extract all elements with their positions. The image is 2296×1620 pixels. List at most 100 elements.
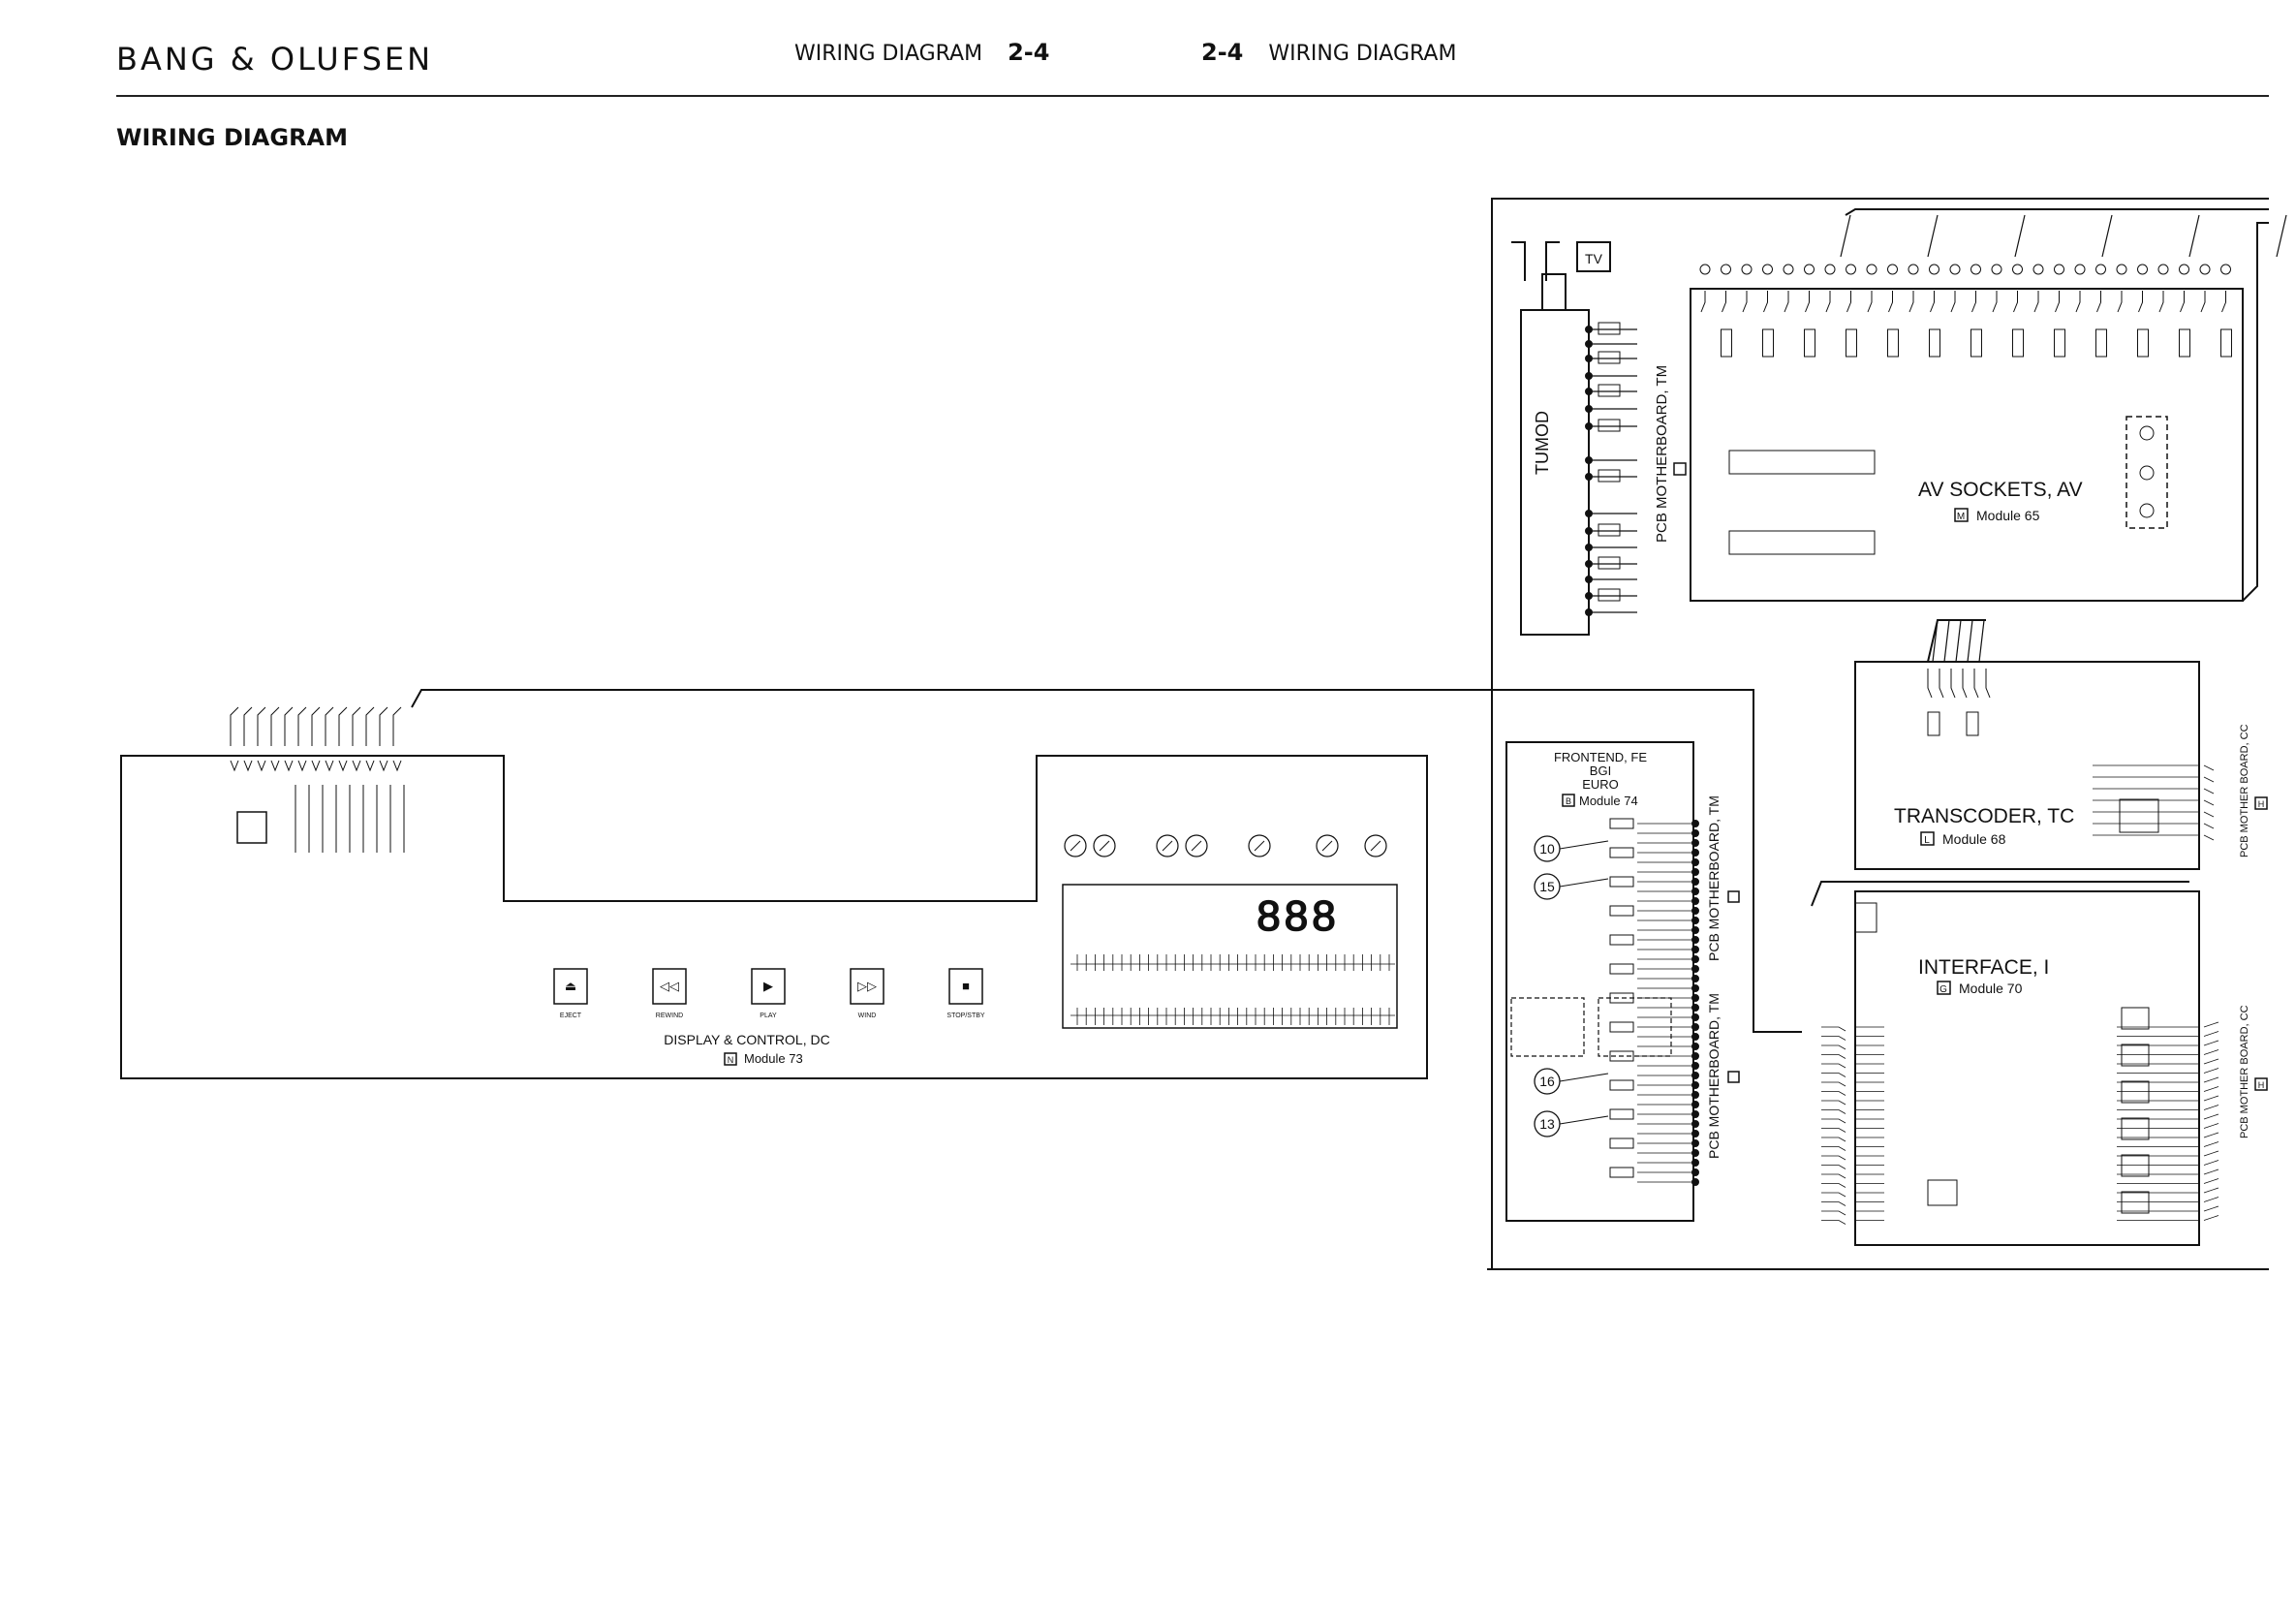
av-tc-wire xyxy=(1943,619,1950,663)
av-socket-contact xyxy=(1949,264,1961,275)
control-button xyxy=(652,968,687,1005)
interface-label: INTERFACE, I xyxy=(1918,956,2049,979)
display-leds xyxy=(1064,834,1387,857)
transcoder-block: TRANSCODER, TC L Module 68 PCB MOTHER BO… xyxy=(1854,619,2268,870)
av-pin xyxy=(1908,291,1914,313)
av-pin xyxy=(2221,291,2226,313)
av-component xyxy=(2012,328,2024,358)
frontend-part xyxy=(1609,1137,1634,1149)
frontend-part xyxy=(1609,876,1634,888)
display-connector-pin xyxy=(379,760,388,772)
frontend-pin-dot xyxy=(1691,1004,1699,1012)
display-control-block: 888 ⏏EJECT◁◁REWIND▶PLAY▷▷WIND■STOP/STBY … xyxy=(120,755,1428,1079)
tumod-pin-dot xyxy=(1585,405,1593,413)
if-right-pin xyxy=(2203,1086,2219,1092)
av-pin xyxy=(1700,291,1706,313)
frontend-pin-dot xyxy=(1691,926,1699,934)
av-wire xyxy=(1840,214,1851,258)
frontend-pin-dot xyxy=(1691,878,1699,886)
av-socket-contact xyxy=(1887,264,1898,275)
led-icon-arrow xyxy=(1321,840,1333,852)
if-left-pin xyxy=(1821,1081,1846,1087)
av-socket-contact xyxy=(1908,264,1919,275)
frontend-pin-dot xyxy=(1691,975,1699,982)
frontend-part xyxy=(1609,1167,1634,1178)
interface-letter: G xyxy=(1939,984,1947,995)
tumod-block: TV TUMOD PCB MOTHERBOARD, TM xyxy=(1511,241,1687,636)
av-socket-contact xyxy=(2116,264,2127,275)
if-right-pin xyxy=(2203,1197,2219,1202)
tumod-pin-part xyxy=(1598,322,1621,335)
frontend-pin-dot xyxy=(1691,1159,1699,1167)
tumod-pin-dot xyxy=(1585,340,1593,348)
if-left-pin xyxy=(1821,1173,1846,1179)
if-left-pin xyxy=(1821,1210,1846,1216)
header-rule xyxy=(116,95,2269,97)
frontend-pin-dot xyxy=(1691,888,1699,895)
display-connector-wire xyxy=(243,706,253,746)
if-left-pin xyxy=(1821,1220,1846,1225)
frontend-part xyxy=(1609,1021,1634,1033)
tc-pin xyxy=(1973,669,1979,699)
av-socket-contact xyxy=(2137,264,2148,275)
display-connector-pins xyxy=(230,706,402,772)
frontend-pin-dot xyxy=(1691,946,1699,953)
av-component xyxy=(1762,328,1774,358)
transcoder-letter: L xyxy=(1924,835,1930,846)
frontend-pin-dot xyxy=(1691,994,1699,1002)
frontend-pin-dot xyxy=(1691,1139,1699,1147)
pcb-motherboard-tm-label: PCB MOTHERBOARD, TM xyxy=(1654,365,1670,543)
av-tc-wire xyxy=(1978,619,1985,663)
if-right-pin xyxy=(2203,1105,2219,1110)
tumod-pin-part xyxy=(1598,351,1621,364)
tc-right-pin xyxy=(2203,811,2215,818)
if-right-pin xyxy=(2203,1178,2219,1184)
frontend-part xyxy=(1609,847,1634,858)
av-tc-wire xyxy=(1967,619,1973,663)
if-right-pin xyxy=(2203,1031,2219,1037)
av-component xyxy=(1846,328,1857,358)
av-socket-contact xyxy=(1762,264,1773,275)
frontend-pin-dot xyxy=(1691,1072,1699,1079)
frontend-pin-dot xyxy=(1691,1110,1699,1118)
if-left-pin xyxy=(1821,1192,1846,1198)
if-left-pin xyxy=(1821,1063,1846,1069)
av-pin xyxy=(2075,291,2081,313)
frontend-pin-dot xyxy=(1691,849,1699,857)
display-connector-pin xyxy=(392,760,402,772)
if-right-pin xyxy=(2203,1021,2219,1028)
tc-pin xyxy=(1950,669,1956,699)
control-button-label: PLAY xyxy=(760,1012,777,1019)
av-component xyxy=(1970,328,1982,358)
av-pin xyxy=(1846,291,1851,313)
display-pin-ticks xyxy=(1070,954,1395,1025)
display-connector-wire xyxy=(392,706,402,746)
control-button-icon: ◁◁ xyxy=(660,979,679,993)
av-wire xyxy=(2188,214,2200,258)
display-connector-pin xyxy=(365,760,375,772)
tumod-pin-dot xyxy=(1585,510,1593,517)
tumod-pin-part xyxy=(1598,384,1621,397)
tumod-pin-dot xyxy=(1585,388,1593,395)
av-socket-contact xyxy=(1929,264,1939,275)
frontend-part xyxy=(1609,1050,1634,1062)
av-pin xyxy=(1805,291,1810,313)
display-connector-wire xyxy=(284,706,294,746)
if-right-pin xyxy=(2203,1205,2219,1212)
display-connector-pin xyxy=(338,760,348,772)
display-connector-wire xyxy=(297,706,307,746)
brand-logo: BANG & OLUFSEN xyxy=(116,41,434,78)
if-left-pin xyxy=(1821,1109,1846,1114)
tv-label: TV xyxy=(1585,251,1603,266)
av-component xyxy=(2054,328,2065,358)
pcb-motherboard-tm-label-2: PCB MOTHERBOARD, TM xyxy=(1706,795,1722,961)
frontend-pin-dot xyxy=(1691,1091,1699,1099)
callout-leader xyxy=(1559,878,1609,888)
header-left-title: WIRING DIAGRAM xyxy=(794,42,983,66)
if-right-pin xyxy=(2203,1141,2219,1147)
tumod-pin-dot xyxy=(1585,527,1593,535)
av-socket-contact xyxy=(2074,264,2086,275)
av-tc-wire xyxy=(1955,619,1962,663)
display-connector-wire xyxy=(338,706,348,746)
led-icon xyxy=(1316,834,1339,857)
